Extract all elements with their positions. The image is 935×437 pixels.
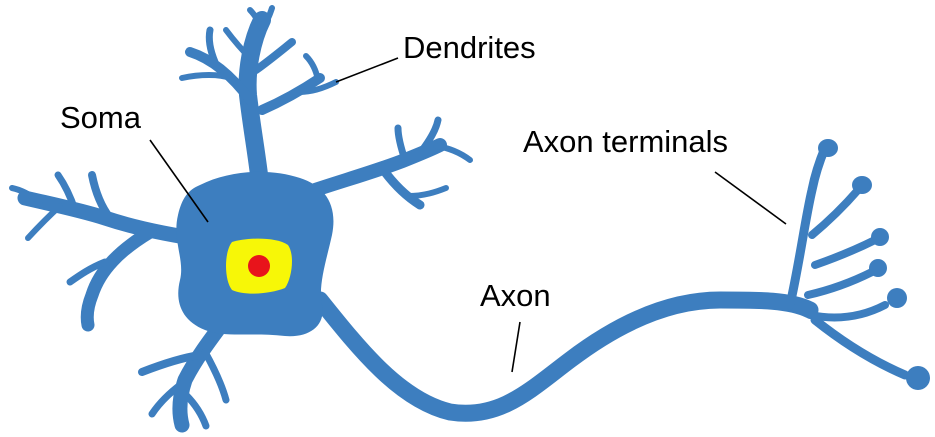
nucleolus [248,255,270,277]
axon-terminals-leader-line [715,172,786,224]
soma-label: Soma [60,100,142,135]
dendrites-label: Dendrites [403,30,536,65]
axon [320,300,810,413]
terminal-boutons [818,139,930,390]
axon-label: Axon [480,278,551,313]
axon-leader-line [512,322,520,372]
axon-terminals-label: Axon terminals [523,124,728,159]
dendrites-leader-line [336,58,398,82]
soma-leader-line [150,140,208,222]
axon-terminals [790,148,905,375]
